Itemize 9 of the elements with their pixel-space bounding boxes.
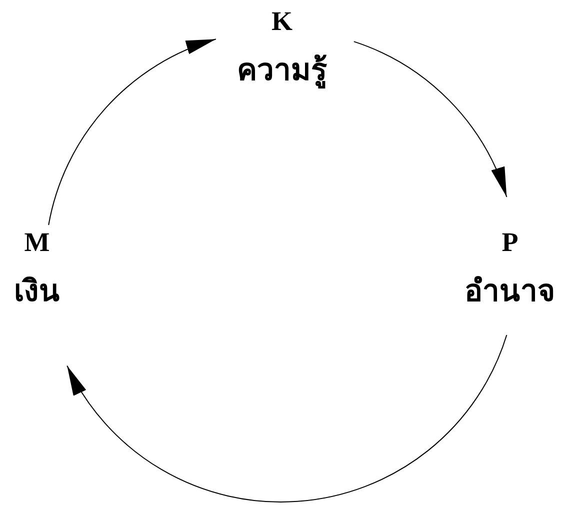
curved-arrow bbox=[48, 38, 216, 226]
curved-arrow bbox=[66, 334, 508, 502]
node-label: ความรู้ bbox=[237, 52, 327, 90]
node-letter: M bbox=[24, 226, 50, 259]
node-label: เงิน bbox=[14, 273, 60, 311]
node-letter: P bbox=[502, 226, 518, 259]
node-label: อำนาจ bbox=[464, 273, 556, 311]
node-letter: K bbox=[271, 5, 292, 38]
curved-arrow bbox=[353, 41, 508, 198]
